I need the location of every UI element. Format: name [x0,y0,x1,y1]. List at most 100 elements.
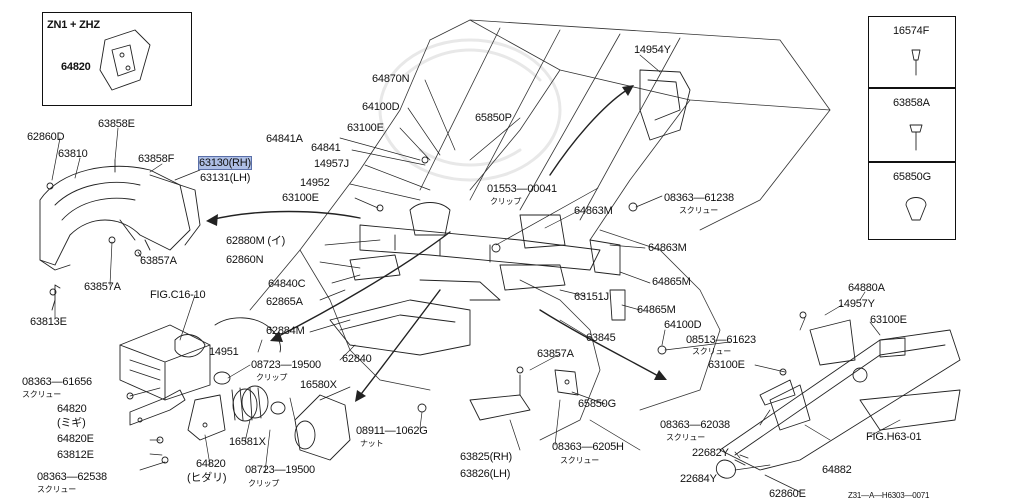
part-label[interactable]: 62840 [342,353,372,365]
part-label[interactable]: 22684Y [680,473,717,485]
figure-reference[interactable]: FIG.C16-10 [150,289,206,301]
part-label[interactable]: 16581X [229,436,266,448]
bracket-63857A [554,369,579,396]
wire-14951 [214,317,281,353]
part-label[interactable]: 64100D [664,319,702,331]
part-label[interactable]: 08363—62038 [660,419,730,431]
part-label[interactable]: 64882 [822,464,852,476]
diagram-code: Z31—A—H6303—0071 [848,491,930,500]
part-label[interactable]: 64863M [648,242,687,254]
part-label[interactable]: 64841A [266,133,303,145]
part-note: スクリュー [22,390,61,399]
part-note: スクリュー [666,433,705,442]
part-label[interactable]: 63857A [84,281,121,293]
sidebar-label-3: 65850G [893,171,931,183]
part-label[interactable]: 14957J [314,158,349,170]
part-label[interactable]: 63826(LH) [460,468,511,480]
sidebar-box-1: 16574F [868,16,956,88]
part-label[interactable]: 64865M [637,304,676,316]
part-label[interactable]: 62860D [27,131,65,143]
part-label[interactable]: 64870N [372,73,410,85]
part-note: ナット [360,439,384,448]
part-label[interactable]: 63812E [57,449,94,461]
part-label[interactable]: 63100E [870,314,907,326]
part-label[interactable]: 64820 [196,458,226,470]
part-label[interactable]: 08363—61238 [664,192,734,204]
part-label[interactable]: 08513—61623 [686,334,756,346]
part-label[interactable]: 63857A [140,255,177,267]
inset-box: ZN1 + ZHZ 64820 [42,12,192,106]
part-label[interactable]: 63131(LH) [200,172,251,184]
part-label[interactable]: 08911—1062G [356,425,428,437]
sidebar-box-3: 65850G [868,162,956,240]
part-label[interactable]: 62865A [266,296,303,308]
part-label[interactable]: 62860E [769,488,806,500]
crossmember [715,319,961,479]
bracket-64820-rh [129,389,186,426]
part-note: スクリュー [692,347,731,356]
part-label[interactable]: 08723—19500 [251,359,321,371]
part-label[interactable]: 62860N [226,254,264,266]
part-note: スクリュー [560,456,599,465]
bracket-63825 [469,374,531,421]
bracket-64820-lh [187,394,226,441]
sidebar-label-2: 63858A [893,97,930,109]
part-label[interactable]: (ミギ) [57,417,86,429]
part-label[interactable]: 64880A [848,282,885,294]
hose-clip-08723 [213,371,286,415]
part-label[interactable]: 63813E [30,316,67,328]
part-label[interactable]: 64865M [652,276,691,288]
part-note: クリップ [490,197,522,206]
part-label[interactable]: 63100E [347,122,384,134]
part-label[interactable]: 65850G [578,398,616,410]
sidebar-box-2: 63858A [868,88,956,162]
part-label[interactable]: 08723—19500 [245,464,315,476]
part-label[interactable]: 63858F [138,153,175,165]
part-label[interactable]: 08363—62538 [37,471,107,483]
part-label[interactable]: 63100E [282,192,319,204]
part-label[interactable]: 14954Y [634,44,671,56]
part-label[interactable]: 63810 [58,148,88,160]
part-label[interactable]: 64820E [57,433,94,445]
part-label[interactable]: 64820 [57,403,87,415]
part-note: クリップ [256,373,288,382]
part-label[interactable]: 14952 [300,177,330,189]
part-label[interactable]: 63151J [574,291,609,303]
part-label[interactable]: 01553—00041 [487,183,557,195]
fasteners [49,156,807,464]
part-label[interactable]: 64863M [574,205,613,217]
arrow-heads [206,85,667,402]
part-label[interactable]: 62880M (イ) [226,235,286,247]
part-label[interactable]: 63845 [586,332,616,344]
air-hose-16581X [231,385,269,422]
part-label[interactable]: 65850P [475,112,512,124]
part-label[interactable]: 08363—6205H [552,441,624,453]
part-label[interactable]: 62884M [266,325,305,337]
part-label[interactable]: 22682Y [692,447,729,459]
air-duct-16580X [294,394,351,461]
part-label[interactable]: 08363—61656 [22,376,92,388]
part-label-highlighted[interactable]: 63130(RH) [197,156,253,170]
part-label[interactable]: 63100E [708,359,745,371]
part-label[interactable]: 14951 [209,346,239,358]
part-label[interactable]: 63858E [98,118,135,130]
part-label[interactable]: 14957Y [838,298,875,310]
air-duct-14954Y [639,69,691,141]
part-label[interactable]: 63825(RH) [460,451,513,463]
sidebar-label-1: 16574F [893,25,930,37]
leader-lines [51,54,901,493]
pointer-arrows [209,87,663,399]
part-label[interactable]: 63857A [537,348,574,360]
part-label[interactable]: 64100D [362,101,400,113]
part-label[interactable]: 64841 [311,142,341,154]
part-label[interactable]: 16580X [300,379,337,391]
inset-part-label: 64820 [61,61,91,73]
clip-icon-16574F [911,49,921,76]
inset-bracket [99,29,151,91]
body-panel-lines [249,19,831,441]
part-label[interactable]: 64840C [268,278,306,290]
part-note: クリップ [248,479,280,488]
part-label[interactable]: (ヒダリ) [187,472,227,484]
figure-reference[interactable]: FIG.H63-01 [866,431,922,443]
